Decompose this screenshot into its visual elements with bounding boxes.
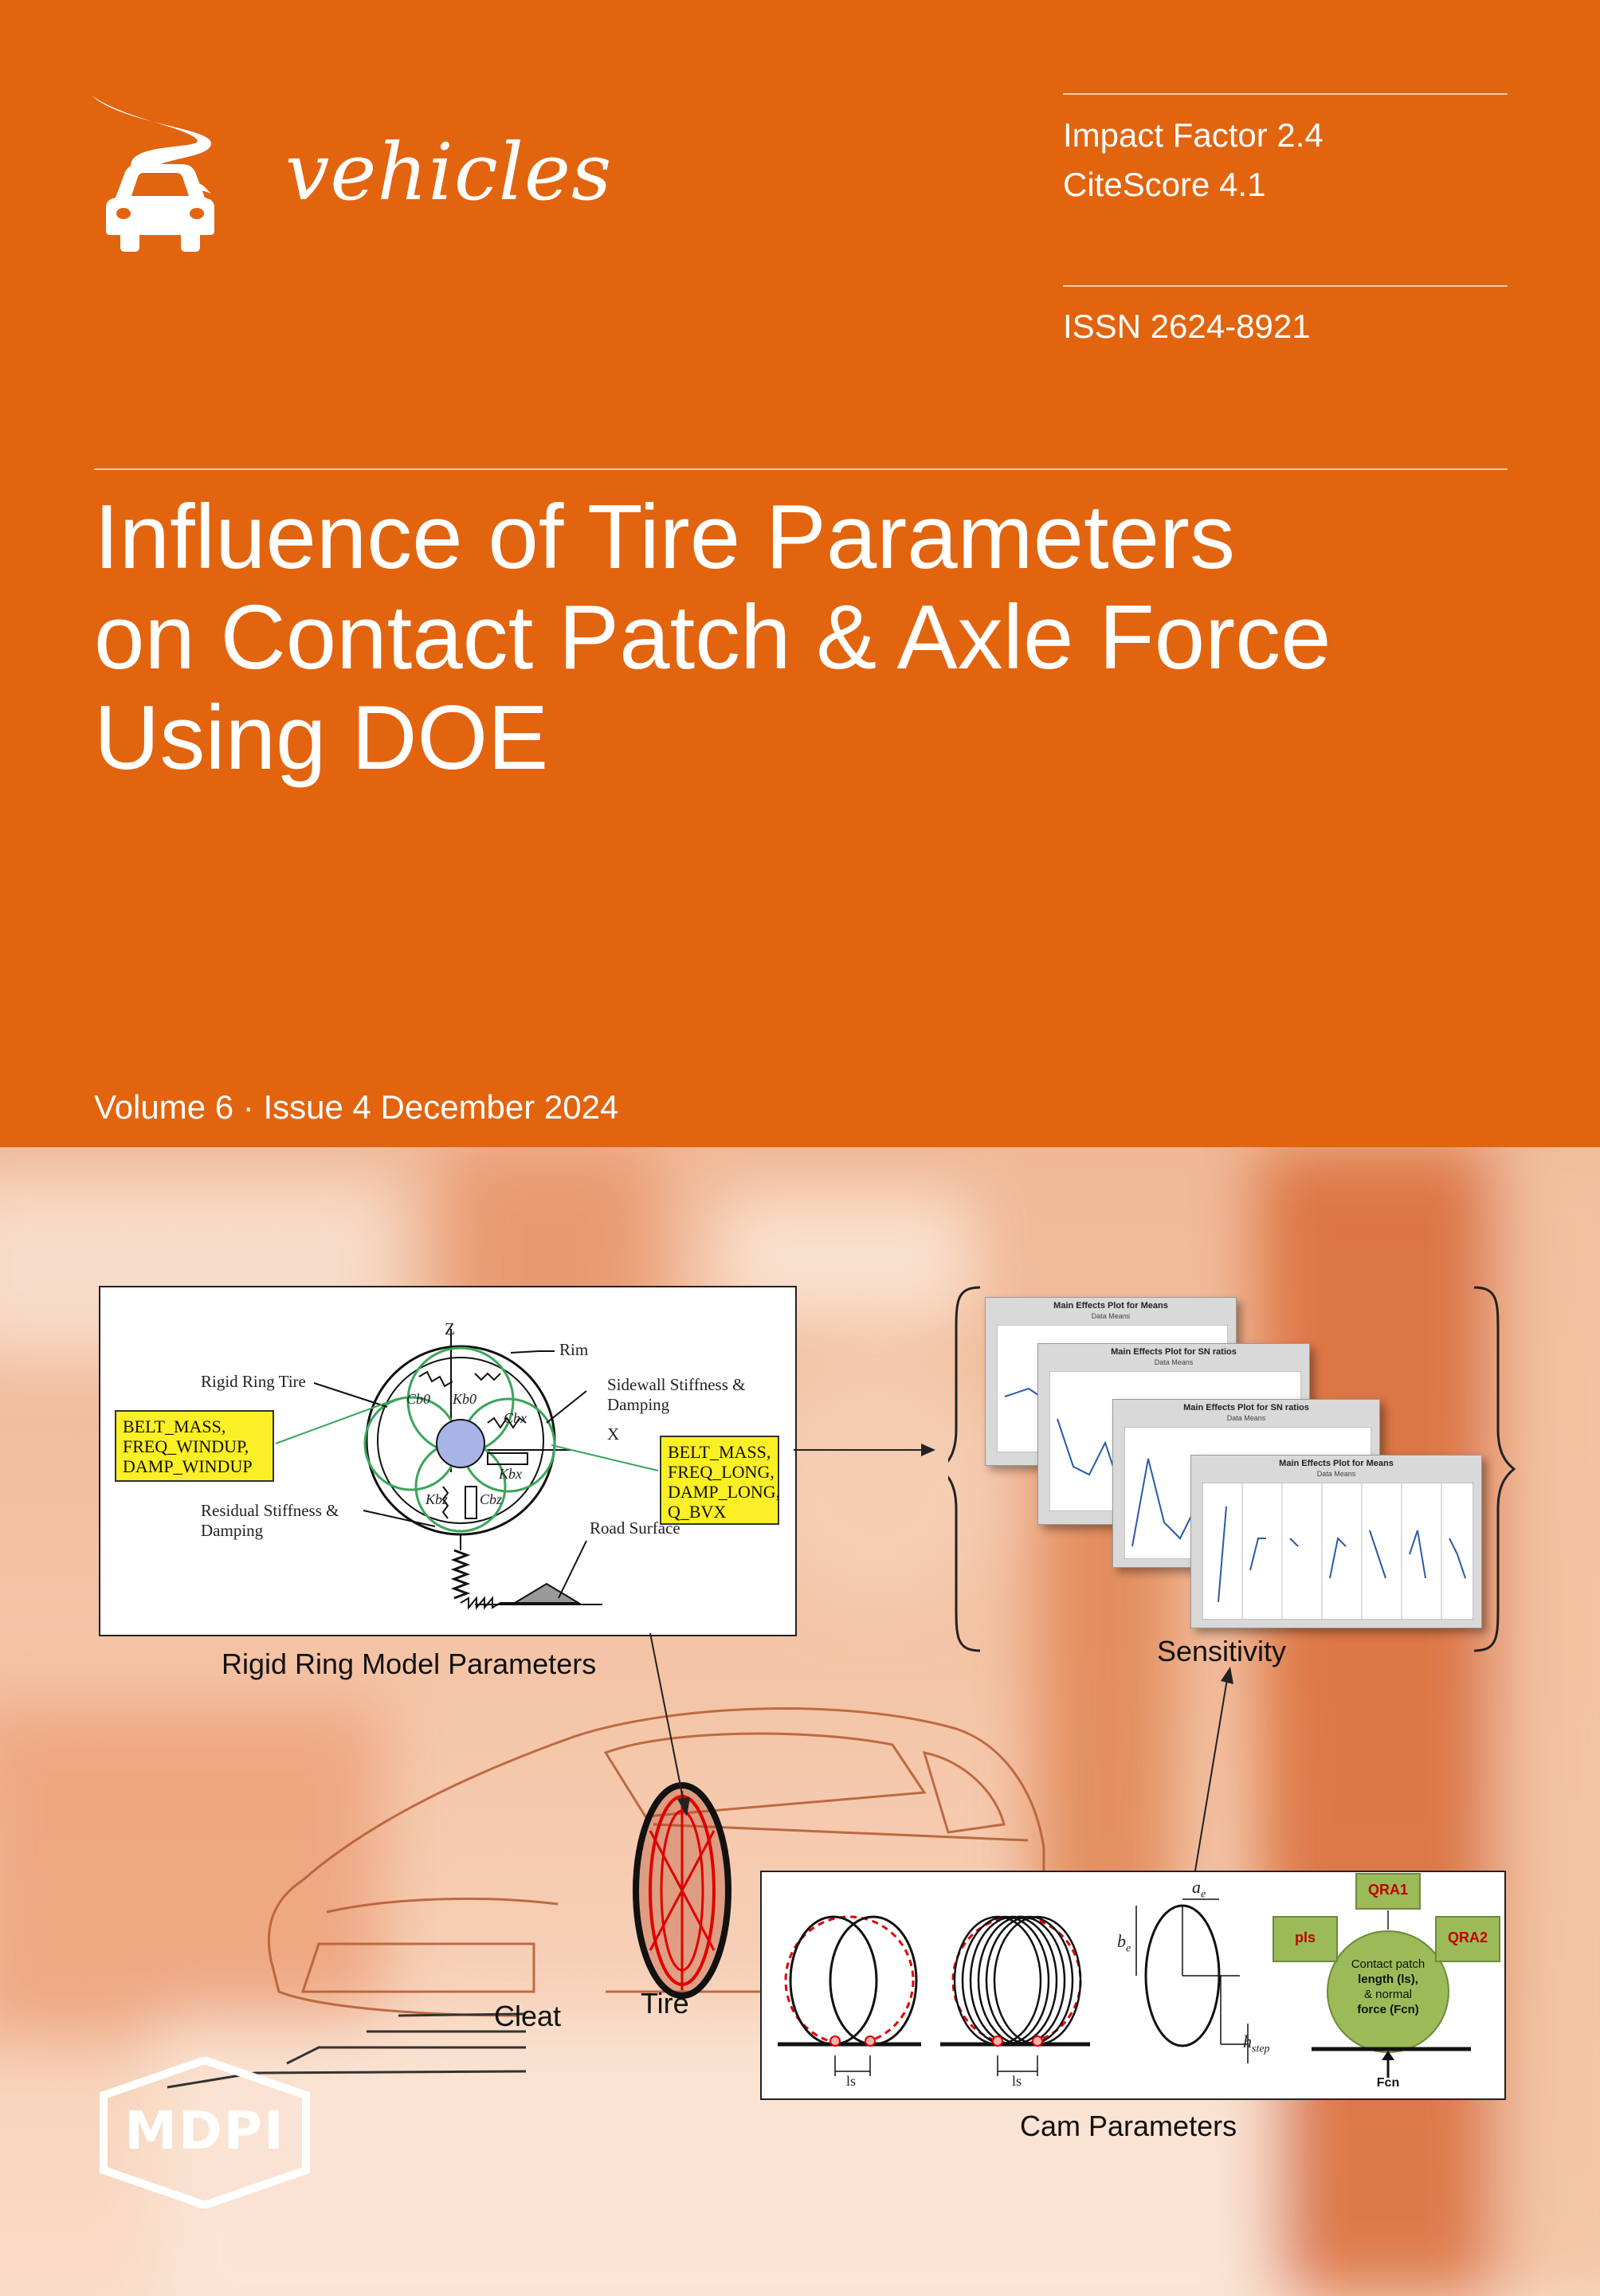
rigid-ring-drawing [275,1329,659,1610]
effects-plot-4: Main Effects Plot for Means Data Means [1190,1455,1482,1628]
arrow-rigid-ring-to-tire [649,1633,690,1816]
label-qra1: QRA1 [1367,1882,1408,1898]
title-line-3: Using DOE [94,688,549,789]
plot2-subtitle: Data Means [1154,1358,1194,1366]
label-cbz: Cbz [480,1491,503,1507]
plot1-title: Main Effects Plot for Means [1053,1301,1168,1311]
divider-title [94,468,1508,470]
volume-issue: Volume 6 · Issue 4 December 2024 [94,1088,619,1126]
issn: ISSN 2624-8921 [1063,308,1311,345]
divider-top [1063,93,1508,95]
label-rim: Rim [559,1340,589,1359]
blurred-background [0,1147,1600,2296]
label-cbx: Cbx [504,1410,527,1426]
plot4-subtitle: Data Means [1316,1470,1356,1478]
rigid-ring-diagram: Z X Rigid Ring Tire Rim Sidewall Stiffne… [99,1286,797,1636]
label-sidewall: Sidewall Stiffness & Damping [607,1375,746,1414]
title-line-1: Influence of Tire Parameters [94,487,1236,588]
caption-cam: Cam Parameters [1020,2110,1237,2142]
cam-parameters-diagram: ls ls ae be hstep QRA1 pls QRA2 Contact … [760,1871,1506,2100]
highlighted-tire [633,1782,731,1999]
sensitivity-braces [948,1286,1516,1652]
label-rigid-ring-tire: Rigid Ring Tire [201,1372,306,1391]
label-cleat: Cleat [494,2000,562,2032]
label-cb0: Cb0 [406,1391,431,1407]
param-box-windup: BELT_MASS, FREQ_WINDUP, DAMP_WINDUP [115,1410,274,1482]
plot4-area [1202,1483,1473,1620]
label-contact-patch: Contact patch length (ls), & normal forc… [1351,1957,1425,2016]
mdpi-wordmark: MDPI [124,2100,285,2161]
label-tire: Tire [641,1987,689,2020]
impact-factor: Impact Factor 2.4 [1063,116,1324,154]
plot1-subtitle: Data Means [1091,1312,1131,1320]
plot4-title: Main Effects Plot for Means [1279,1459,1394,1468]
mdpi-logo [100,2057,310,2208]
car-icon [106,164,214,252]
label-fcn: Fcn [1376,2076,1400,2090]
label-kbx: Kbx [499,1466,522,1482]
label-hstep: hstep [1243,2032,1270,2055]
label-kbz: Kbz [425,1491,449,1507]
label-kb0: Kb0 [453,1391,477,1407]
article-title: Influence of Tire Parameters on Contact … [94,488,1544,789]
label-axis-z: Z [445,1319,455,1338]
label-ls-1: ls [846,2073,857,2089]
caption-rigid-ring: Rigid Ring Model Parameters [222,1648,597,1680]
label-qra2: QRA2 [1447,1930,1488,1945]
plot3-subtitle: Data Means [1226,1414,1266,1422]
label-pls: pls [1294,1930,1316,1945]
cam-drawing [778,1873,1500,2078]
label-be: be [1117,1931,1131,1955]
citescore: CiteScore 4.1 [1063,166,1266,203]
caption-sensitivity: Sensitivity [1157,1635,1287,1667]
cover-header: vehicles Impact Factor 2.4 CiteScore 4.1… [0,0,1600,1147]
label-axis-x: X [607,1424,620,1444]
title-line-2: on Contact Patch & Axle Force [94,587,1331,688]
label-ae: ae [1192,1877,1206,1901]
arrow-to-sensitivity [794,1444,935,1456]
label-residual: Residual Stiffness & Damping [201,1501,339,1540]
plot3-title: Main Effects Plot for SN ratios [1183,1403,1309,1412]
param-box-long: BELT_MASS, FREQ_LONG, DAMP_LONG, Q_BVX [660,1436,780,1525]
journal-name: vehicles [285,127,613,218]
label-ls-2: ls [1012,2073,1022,2089]
plot2-title: Main Effects Plot for SN ratios [1111,1347,1237,1357]
divider-middle [1063,285,1508,287]
arrow-cam-to-sensitivity [1194,1667,1233,1871]
vehicles-logo [92,96,214,252]
